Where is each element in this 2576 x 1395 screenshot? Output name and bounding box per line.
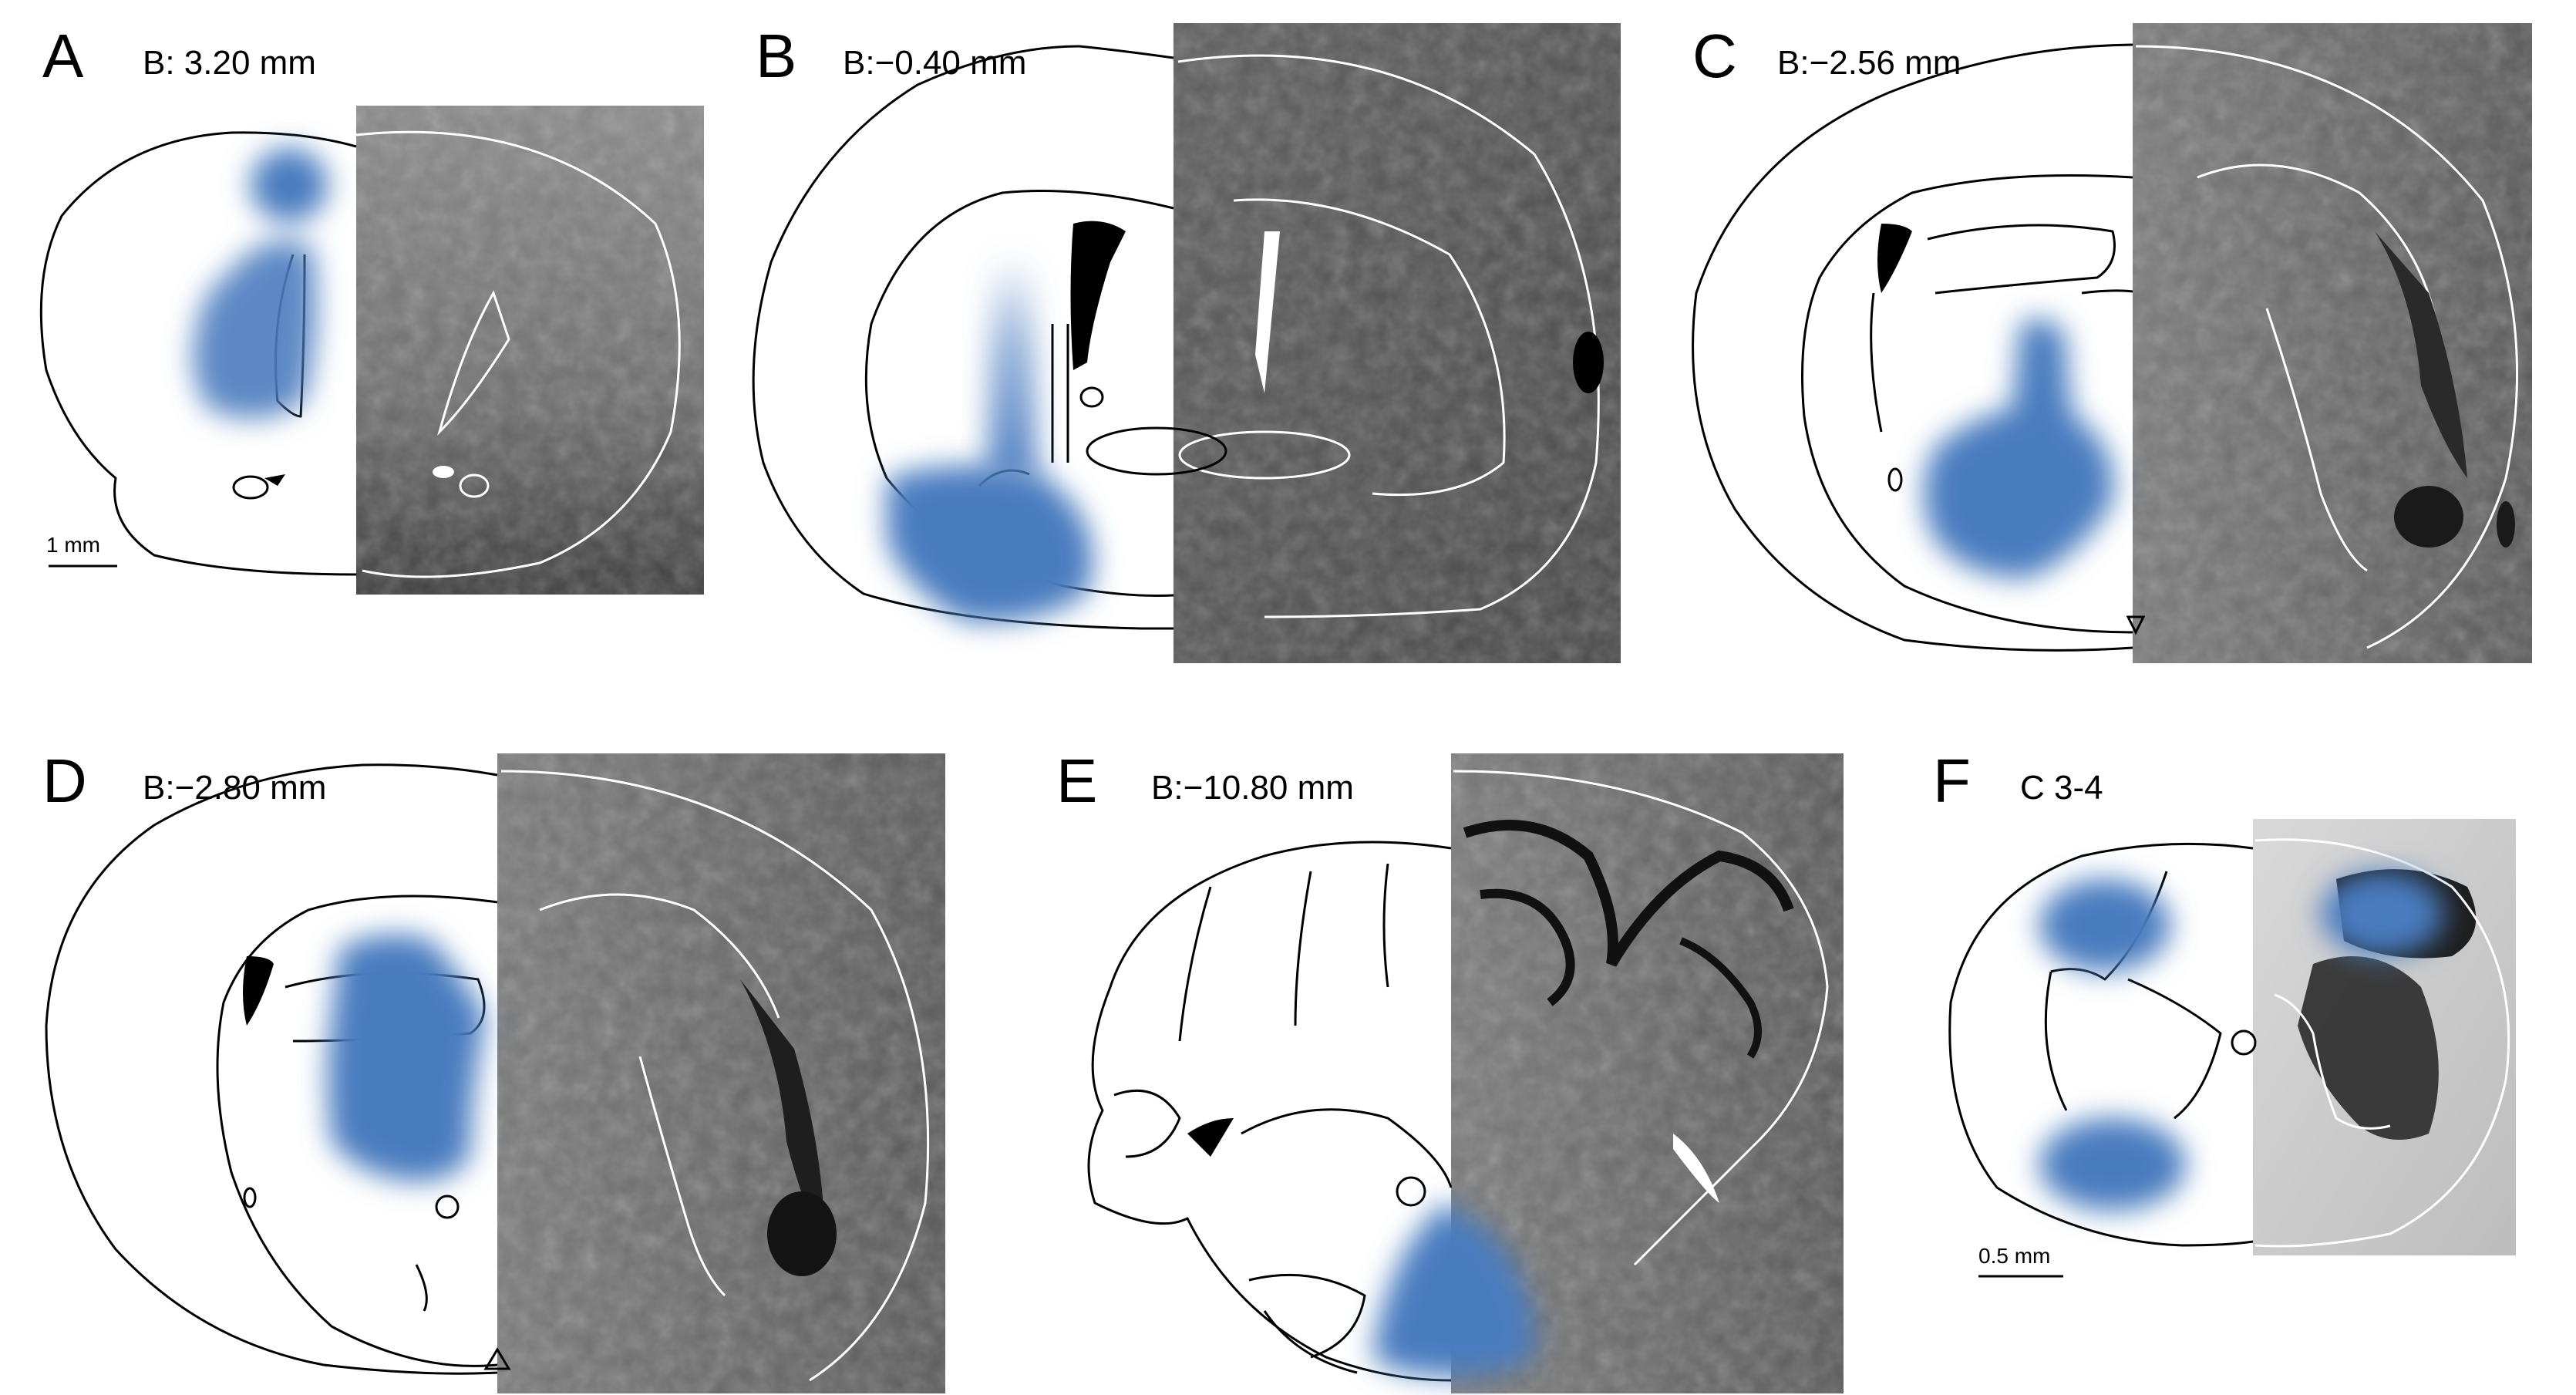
injection-site (2039, 871, 2444, 1211)
panel-e: E B:−10.80 mm (1056, 746, 1844, 1393)
scale-label: 1 mm (46, 533, 100, 557)
panel-d: D B:−2.80 mm (42, 746, 945, 1393)
panel-letter: C (1692, 22, 1737, 90)
atlas-outline (1692, 43, 2133, 652)
bregma-coordinate: B: 3.20 mm (143, 44, 316, 82)
injection-site (328, 935, 486, 1181)
panel-f: F C 3-4 0.5 mm (1933, 746, 2516, 1278)
panel-c: C B:−2.56 mm (1692, 22, 2532, 663)
segment-label: C 3-4 (2020, 769, 2103, 807)
panel-letter: A (42, 22, 84, 90)
bregma-coordinate: B:−0.40 mm (843, 44, 1026, 82)
panel-a: A B: 3.20 mm 1 mm (39, 22, 704, 595)
scale-bar: 0.5 mm (1978, 1244, 2063, 1278)
section-photo (1174, 23, 1621, 663)
injection-site (1372, 1203, 1536, 1377)
panel-letter: E (1056, 746, 1097, 815)
scale-bar: 1 mm (46, 533, 117, 568)
section-photo (2126, 23, 2532, 663)
injection-site (1924, 318, 2114, 578)
atlas-outline (1087, 841, 1453, 1382)
injection-site (193, 148, 328, 419)
section-photo (355, 106, 704, 595)
section-photo (497, 753, 945, 1393)
bregma-coordinate: B:−2.56 mm (1777, 44, 1961, 82)
panel-letter: F (1933, 746, 1971, 815)
injection-site (887, 254, 1093, 622)
panel-b: B B:−0.40 mm (752, 22, 1621, 663)
panel-letter: B (756, 22, 796, 90)
panel-letter: D (42, 746, 87, 815)
bregma-coordinate: B:−10.80 mm (1151, 769, 1354, 807)
scale-label: 0.5 mm (1978, 1244, 2050, 1268)
